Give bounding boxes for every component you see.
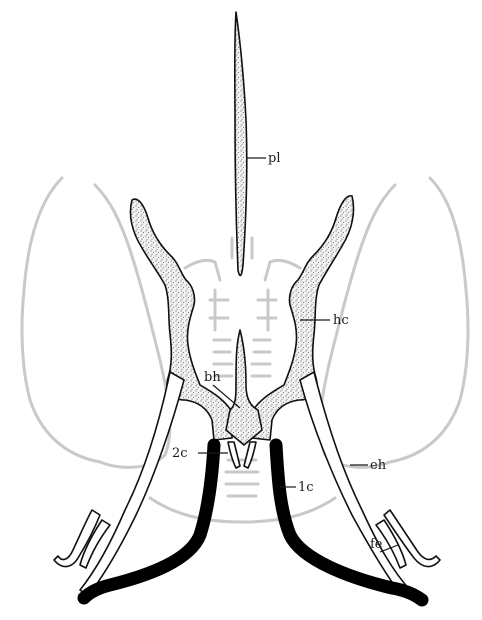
- bh-label: bh: [204, 370, 221, 385]
- eh-label: eh: [370, 458, 387, 473]
- 2c-label: 2c: [172, 446, 188, 461]
- pl-process: [235, 12, 247, 275]
- left-second-ceratobranchial: [228, 442, 240, 468]
- right-second-ceratobranchial: [244, 442, 256, 468]
- 1c-label: 1c: [298, 480, 314, 495]
- hc-label: hc: [333, 313, 349, 328]
- basihyal: [226, 330, 262, 445]
- left-hyale: [130, 199, 234, 440]
- pl-label: pl: [268, 151, 280, 166]
- fe-label: fe: [370, 537, 383, 552]
